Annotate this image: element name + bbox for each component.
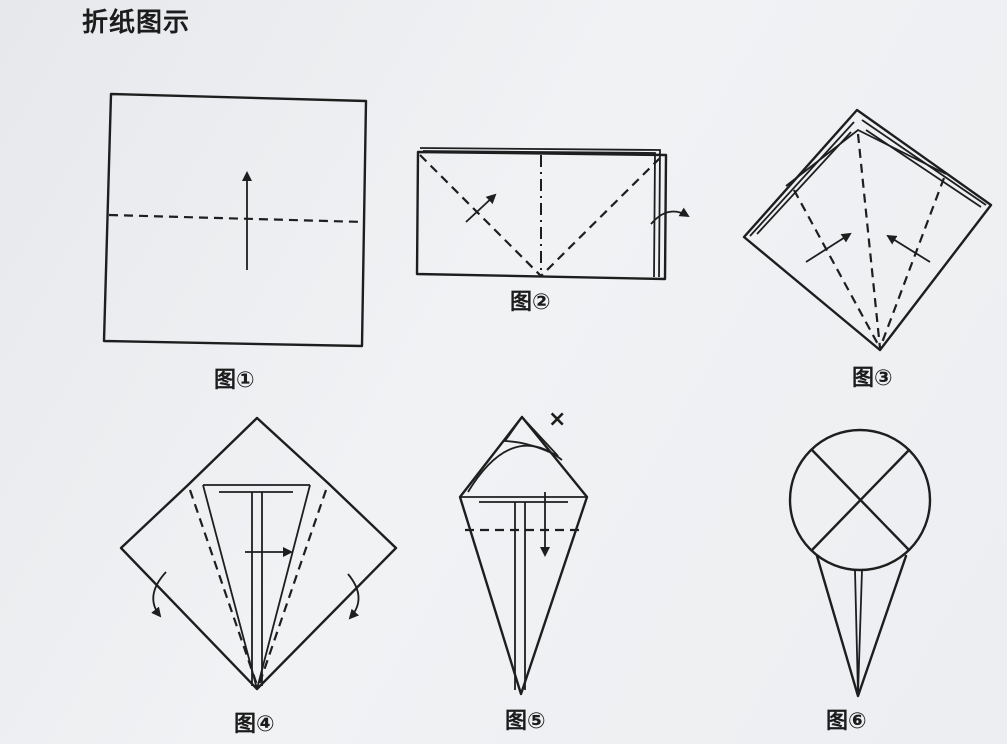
fold-arrow-right	[886, 234, 931, 263]
layer-edge-left	[749, 121, 855, 237]
figure-5: × 图⑤	[458, 407, 589, 734]
ice-cream-scoop	[788, 428, 932, 572]
right-fold	[257, 489, 328, 686]
page-title: 折纸图示	[82, 8, 191, 38]
fold-arrow	[465, 193, 497, 223]
figure-5-label: 图⑤	[505, 709, 546, 734]
diamond-paper	[742, 108, 993, 352]
figure-6-label: 图⑥	[826, 709, 867, 734]
rectangle-paper	[415, 150, 668, 281]
layer-edge-right-2	[865, 129, 982, 208]
cone	[815, 554, 908, 698]
cone-seam	[854, 569, 863, 695]
figure-4-label: 图④	[234, 712, 275, 737]
turn-over-arrow	[650, 207, 690, 225]
layer-edge-left-2	[756, 131, 852, 235]
center-fold	[856, 133, 882, 349]
cone-outline	[458, 415, 589, 696]
right-fold	[878, 177, 946, 349]
figure-1: 图①	[102, 92, 368, 393]
fold-arrow-left	[805, 232, 852, 263]
left-turn-arrow	[151, 571, 167, 618]
right-turn-arrow	[347, 573, 360, 620]
figure-3: 图③	[742, 108, 993, 391]
back-layer-edge-2	[422, 150, 656, 278]
figure-2: 图②	[415, 147, 690, 315]
left-inner-edge	[202, 484, 258, 690]
t-mark	[219, 491, 293, 686]
diagonal-fold-left	[419, 154, 542, 277]
scoop-cross-2	[810, 448, 911, 552]
figure-2-label: 图②	[510, 290, 551, 315]
figure-6: 图⑥	[788, 428, 932, 734]
figure-3-label: 图③	[852, 366, 893, 391]
figure-4: 图④	[119, 416, 398, 737]
rounded-top	[467, 444, 563, 493]
inner-flap	[785, 128, 947, 187]
kite-outline	[119, 416, 398, 691]
cut-mark: ×	[548, 407, 566, 432]
diagonal-fold-right	[540, 157, 661, 277]
back-layer-edge	[419, 147, 661, 278]
left-fold	[188, 489, 259, 686]
t-mark	[479, 501, 568, 690]
square-paper	[102, 92, 368, 348]
right-inner-edge	[256, 484, 311, 690]
top-flap	[187, 416, 330, 486]
figure-1-label: 图①	[214, 368, 255, 393]
fold-line	[108, 213, 365, 224]
